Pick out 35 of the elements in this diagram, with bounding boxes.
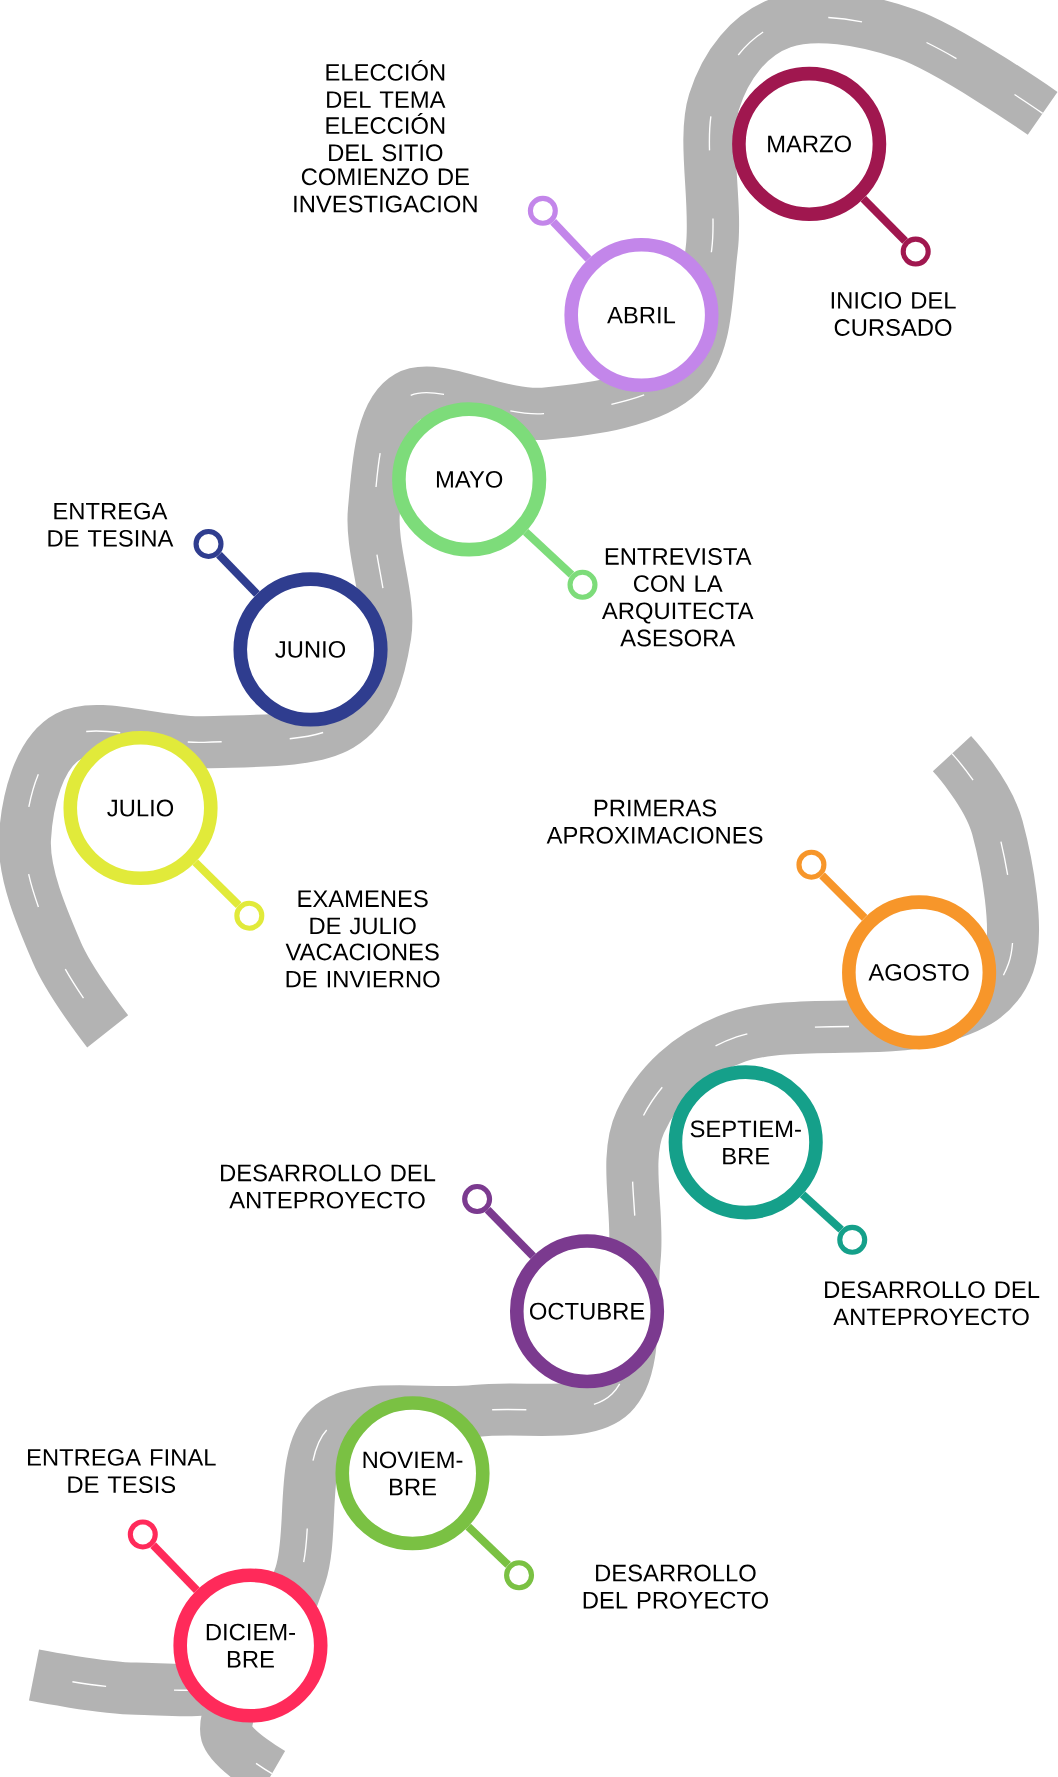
leader-dot bbox=[503, 1560, 534, 1591]
leader-line bbox=[192, 859, 242, 908]
leader-dot bbox=[193, 528, 224, 559]
leader-dot bbox=[461, 1184, 492, 1215]
leader-line bbox=[215, 552, 260, 597]
description-text: ELECCIÓN DEL TEMA bbox=[326, 59, 446, 108]
description-text: DESARROLLO DEL ANTEPROYECTO bbox=[824, 1281, 1039, 1326]
leader-line bbox=[150, 1542, 200, 1593]
leader-dot bbox=[900, 236, 931, 267]
leader-dot bbox=[796, 849, 827, 880]
description-text: DESARROLLO DEL ANTEPROYECTO bbox=[220, 1164, 435, 1209]
node-label: DICIEM-BRE bbox=[206, 1623, 295, 1668]
description-text: COMIENZO DE INVESTIGACION bbox=[294, 168, 477, 213]
description-text: EXAMENES DE JULIO bbox=[298, 890, 428, 935]
description-text: DESARROLLO DEL PROYECTO bbox=[583, 1564, 768, 1609]
leader-line bbox=[819, 872, 868, 921]
leader-line bbox=[550, 219, 592, 262]
leader-line bbox=[860, 195, 908, 244]
leader-line bbox=[799, 1191, 844, 1233]
description-text: ENTREVISTA CON LA ARQUITECTA ASESORA bbox=[601, 548, 754, 647]
description-text: VACACIONES DE INVIERNO bbox=[285, 943, 440, 988]
node-label: AGOSTO bbox=[868, 963, 969, 981]
leader-line bbox=[522, 528, 574, 578]
leader-line bbox=[465, 1523, 511, 1568]
description-text: PRIMERAS APROXIMACIONES bbox=[546, 799, 763, 844]
description-text: INICIO DEL CURSADO bbox=[831, 291, 956, 336]
leader-dot bbox=[567, 569, 598, 600]
leader-dot bbox=[127, 1519, 158, 1550]
leader-dot bbox=[234, 900, 265, 931]
description-text: ELECCIÓN DEL SITIO bbox=[326, 113, 444, 162]
leader-dot bbox=[837, 1224, 867, 1255]
description-text: ENTREGA DE TESINA bbox=[48, 502, 174, 547]
description-text: ENTREGA FINAL DE TESIS bbox=[27, 1449, 216, 1494]
leader-dot bbox=[527, 195, 558, 226]
leader-line bbox=[484, 1207, 536, 1259]
